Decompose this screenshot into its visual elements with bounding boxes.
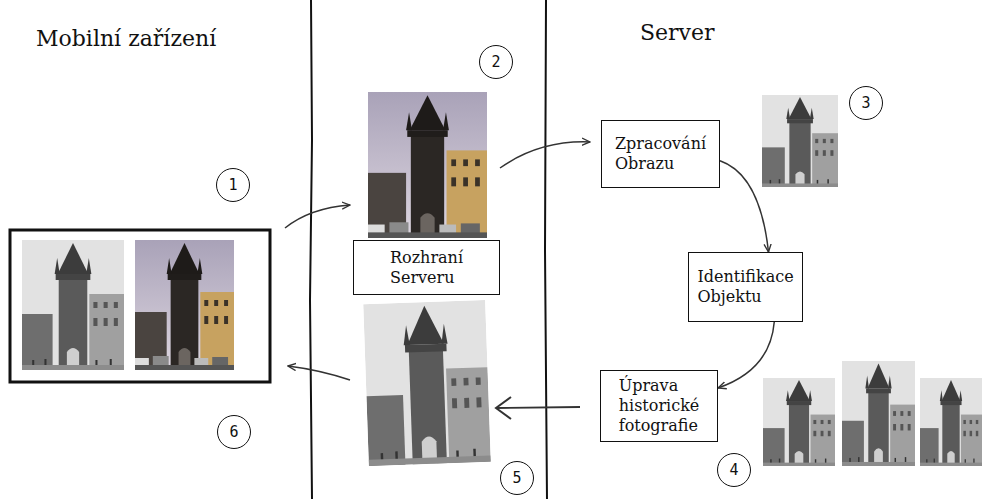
callout-number: 5 xyxy=(500,461,534,495)
callout-text: 2 xyxy=(491,55,500,70)
callout-text: 3 xyxy=(861,96,870,111)
callout-text: 4 xyxy=(729,463,738,478)
callout-number: 3 xyxy=(849,86,883,120)
callout-text: 5 xyxy=(512,471,521,486)
callout-text: 6 xyxy=(229,425,238,440)
process-box: Úprava historické fotografie xyxy=(600,370,718,442)
callout-number: 4 xyxy=(717,453,751,487)
callout-number: 2 xyxy=(479,45,513,79)
process-box: Identifikace Objektu xyxy=(688,252,803,322)
process-box: Zpracování Obrazu xyxy=(601,120,720,188)
process-box: Rozhraní Serveru xyxy=(353,240,500,295)
callout-number: 1 xyxy=(216,168,250,202)
callout-number: 6 xyxy=(217,415,251,449)
box-text: Úprava historické fotografie xyxy=(619,376,700,436)
flow-arrow xyxy=(720,161,769,252)
section-label: Mobilní zařízení xyxy=(36,26,216,51)
box-text: Rozhraní Serveru xyxy=(390,248,463,288)
section-label: Server xyxy=(640,20,715,45)
callout-text: 1 xyxy=(228,178,237,193)
box-text: Identifikace Objektu xyxy=(697,267,793,307)
flow-arrow xyxy=(718,322,774,388)
box-text: Zpracování Obrazu xyxy=(615,134,706,174)
